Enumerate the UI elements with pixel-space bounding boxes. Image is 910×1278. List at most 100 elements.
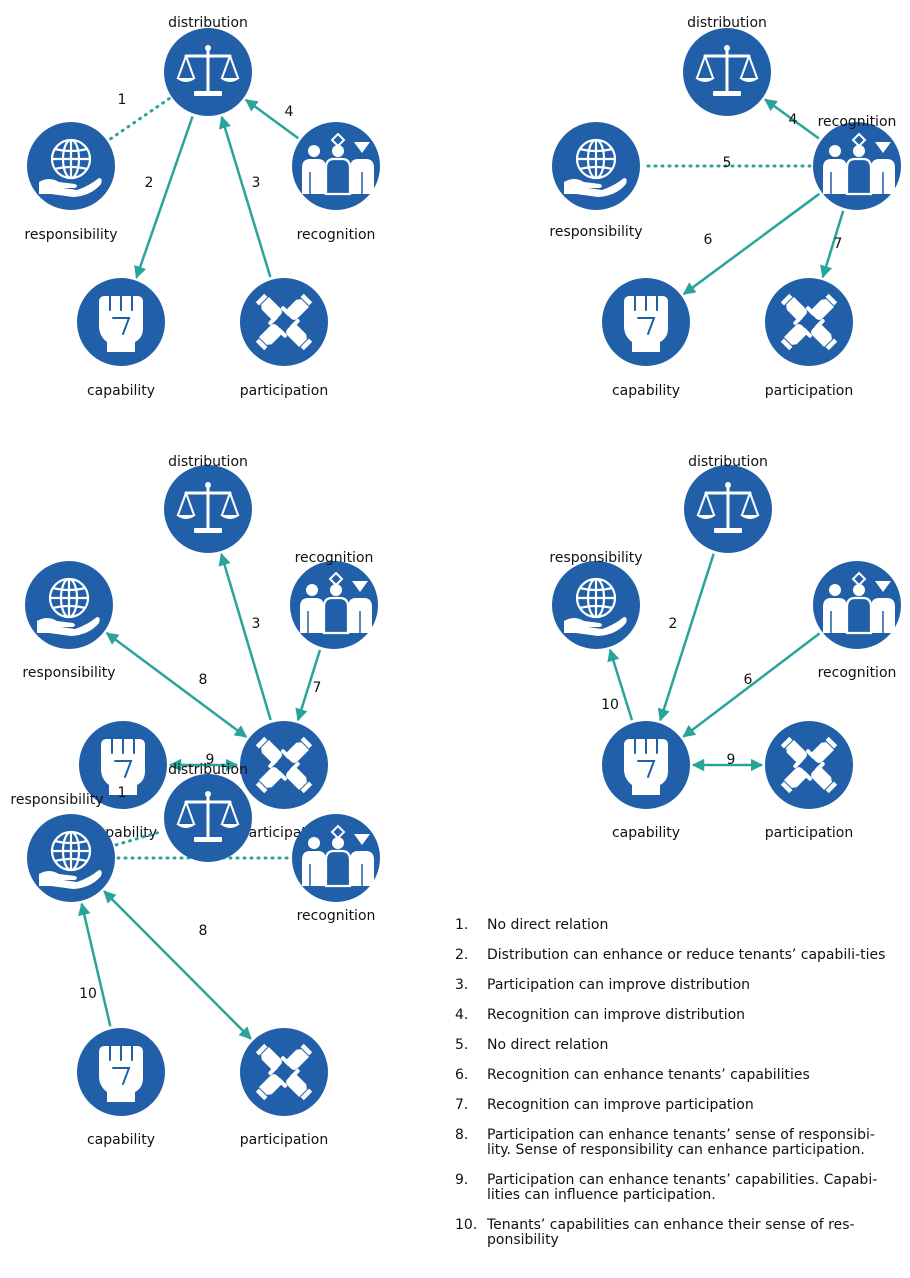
legend-number: 7. [455, 1097, 469, 1113]
edge-capability-responsibility [78, 902, 112, 1027]
legend-item: 4. Recognition can improve distribution [455, 1008, 895, 1023]
legend-text: Participation can enhance tenants’ capab… [487, 1172, 878, 1203]
node-distribution: distribution [684, 454, 772, 553]
fist-icon [624, 738, 668, 795]
node-label: distribution [687, 15, 767, 31]
node-capability: capability [602, 278, 690, 399]
legend-text: Tenants’ capabilities can enhance their … [487, 1217, 855, 1248]
people-icon [823, 132, 895, 196]
legend-text: No direct relation [487, 1037, 609, 1053]
edge-number: 7 [313, 680, 322, 696]
node-label: responsibility [549, 224, 642, 240]
legend-item: 8.Participation can enhance tenants’ sen… [455, 1128, 895, 1158]
globe-hand-icon [564, 577, 627, 636]
scales-icon [176, 791, 240, 842]
node-label: responsibility [24, 227, 117, 243]
node-responsibility: responsibility [10, 792, 115, 902]
edge-number: 1 [118, 785, 127, 801]
globe-hand-icon [564, 138, 627, 197]
edge-recognition-capability [682, 632, 821, 738]
node-distribution: distribution [683, 15, 771, 116]
node-label: distribution [168, 762, 248, 778]
node-label: capability [87, 383, 155, 399]
node-responsibility: responsibility [24, 122, 118, 243]
node-label: recognition [818, 114, 897, 130]
edge-distribution-capability [134, 115, 194, 279]
node-circle [765, 278, 853, 366]
node-participation: participation [765, 278, 853, 399]
edge-number: 8 [199, 923, 208, 939]
panel-5: 15810distributionresponsibilityrecogniti… [10, 762, 380, 1148]
node-recognition: recognition [813, 561, 901, 681]
node-circle [240, 721, 328, 809]
globe-hand-icon [39, 138, 102, 197]
legend-item: 1. No direct relation [455, 918, 895, 933]
legend-item: 10. Tenants’ capabilities can enhance the… [455, 1218, 895, 1248]
edge-participation-distribution [218, 552, 272, 721]
edge-number: 4 [285, 104, 294, 120]
edge-number: 6 [704, 232, 713, 248]
legend-text: No direct relation [487, 917, 609, 933]
fist-icon [99, 1045, 143, 1102]
scales-icon [695, 45, 759, 96]
node-distribution: distribution [164, 15, 252, 116]
edge-responsibility-participation [103, 890, 252, 1040]
node-label: participation [240, 1132, 328, 1148]
hands-icon [255, 736, 313, 794]
edge-number: 9 [727, 752, 736, 768]
hands-icon [780, 293, 838, 351]
legend-number: 4. [455, 1007, 469, 1023]
node-capability: capability [77, 1028, 165, 1148]
node-responsibility: responsibility [549, 550, 643, 649]
fist-icon [101, 738, 145, 795]
people-icon [302, 132, 374, 196]
edge-number: 2 [669, 616, 678, 632]
node-label: responsibility [22, 665, 115, 681]
node-distribution: distribution [164, 762, 252, 862]
panel-4: 26109distributionresponsibilityrecogniti… [549, 454, 901, 841]
edge-number: 2 [145, 175, 154, 191]
node-capability: capability [77, 278, 165, 399]
legend-text: Recognition can improve distribution [487, 1007, 746, 1023]
edge-responsibility-distribution [114, 829, 165, 847]
edge-participation-responsibility [105, 632, 248, 738]
node-participation: participation [240, 278, 328, 399]
edge-number: 9 [206, 752, 215, 768]
node-label: recognition [297, 227, 376, 243]
node-label: distribution [168, 15, 248, 31]
legend-number: 8. [455, 1127, 469, 1143]
edge-number: 7 [834, 236, 843, 252]
edge-recognition-participation [820, 210, 845, 279]
legend-item: 6.Recognition can enhance tenants’ capab… [455, 1068, 895, 1083]
legend-number: 1. [455, 917, 469, 933]
legend-item: 3.Participation can improve distribution [455, 978, 895, 993]
legend-text: Distribution can enhance or reduce tenan… [487, 947, 886, 963]
node-recognition: recognition [292, 814, 380, 924]
edge-recognition-participation [295, 649, 322, 722]
node-label: capability [612, 825, 680, 841]
node-recognition: recognition [290, 550, 378, 649]
people-icon [302, 824, 374, 888]
edge-recognition-distribution [244, 98, 299, 140]
node-label: capability [87, 1132, 155, 1148]
node-capability: capability [602, 721, 690, 841]
node-label: participation [240, 383, 328, 399]
hands-icon [255, 293, 313, 351]
edge-number: 8 [199, 672, 208, 688]
scales-icon [176, 45, 240, 96]
people-icon [823, 571, 895, 635]
scales-icon [176, 482, 240, 533]
edge-number: 10 [79, 986, 97, 1002]
legend-number: 10. [455, 1217, 478, 1233]
node-participation: participation [240, 1028, 328, 1148]
node-participation: participation [765, 721, 853, 841]
legend-list: 1. No direct relation 2. Distribution can … [455, 918, 895, 1263]
hands-icon [255, 1043, 313, 1101]
legend-number: 2. [455, 947, 469, 963]
edge-number: 10 [601, 697, 619, 713]
node-circle [240, 1028, 328, 1116]
globe-hand-icon [37, 577, 100, 636]
